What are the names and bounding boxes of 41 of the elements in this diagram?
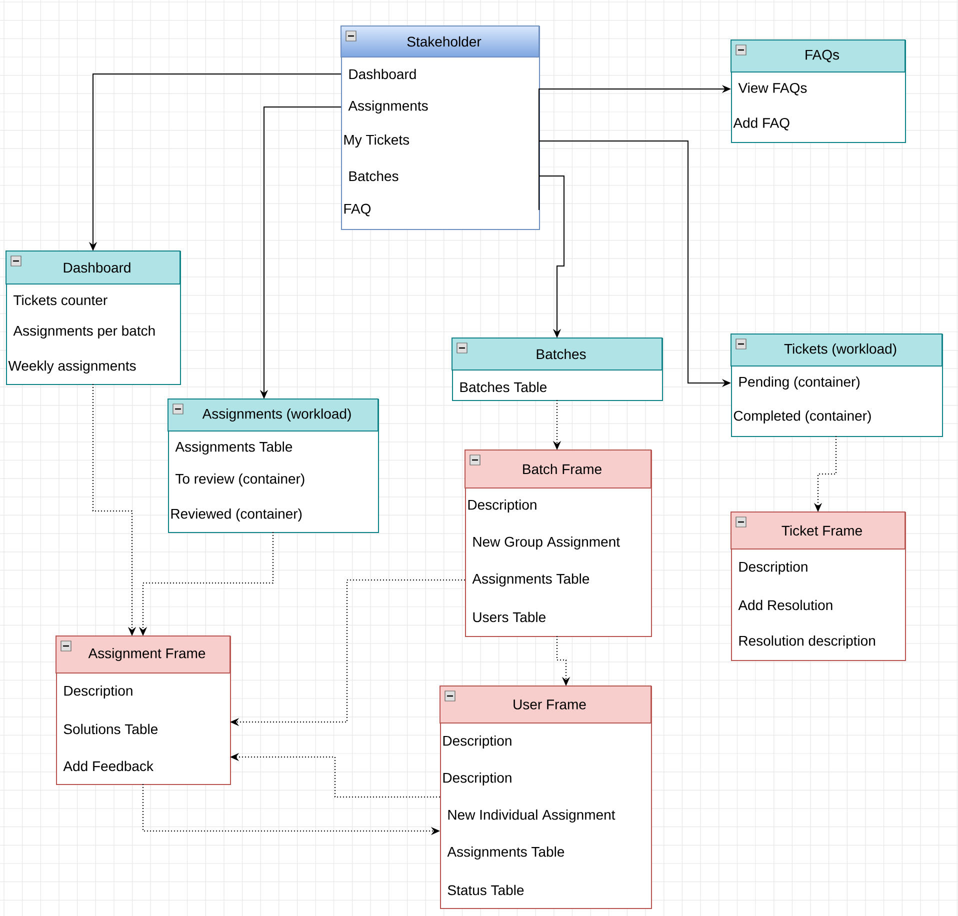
list-item: Resolution description: [739, 635, 876, 649]
list-item: New Group Assignment: [473, 536, 620, 550]
list-item: Reviewed (container): [171, 508, 302, 522]
frame-title: Stakeholder: [407, 36, 482, 47]
frame-title: Batch Frame: [523, 464, 602, 474]
list-item: Description: [443, 772, 512, 786]
frame-title: FAQs: [806, 50, 840, 62]
list-item: Assignments: [348, 100, 428, 114]
list-item: Status Table: [448, 884, 524, 896]
list-item: Batches: [349, 170, 398, 182]
list-item: Description: [739, 561, 808, 575]
list-item: Users Table: [473, 612, 546, 622]
list-item: Completed (container): [734, 410, 871, 424]
list-item: Solutions Table: [64, 724, 158, 734]
frame-title: Dashboard: [64, 262, 130, 273]
list-item: To review (container): [176, 473, 304, 487]
frame-title: Tickets (workload): [784, 343, 896, 357]
frame-title: Assignment Frame: [88, 648, 206, 662]
list-item: New Individual Assignment: [448, 809, 616, 823]
list-item: Dashboard: [349, 68, 416, 80]
list-item: Tickets counter: [14, 294, 108, 306]
list-item: Batches Table: [460, 382, 547, 392]
frame-title: Assignments (workload): [202, 408, 351, 422]
list-item: Description: [443, 735, 512, 749]
list-item: FAQ: [344, 204, 371, 216]
list-item: Assignments Table: [447, 846, 564, 860]
list-item: Description: [64, 685, 132, 699]
list-item: Assignments per batch: [13, 325, 155, 339]
frame-title: Batches: [536, 348, 586, 360]
list-item: Pending (container): [739, 376, 860, 390]
list-item: Add Resolution: [738, 600, 832, 610]
list-item: View FAQs: [738, 82, 807, 96]
list-item: My Tickets: [344, 134, 410, 148]
list-item: Add FAQ: [733, 118, 790, 130]
list-item: Assignments Table: [175, 441, 292, 455]
list-item: Assignments Table: [472, 573, 590, 587]
frame-title: User Frame: [514, 700, 586, 710]
list-item: Add Feedback: [63, 760, 154, 772]
frame-title: Ticket Frame: [782, 525, 862, 536]
list-item: Weekly assignments: [8, 360, 136, 374]
list-item: Description: [468, 499, 536, 513]
